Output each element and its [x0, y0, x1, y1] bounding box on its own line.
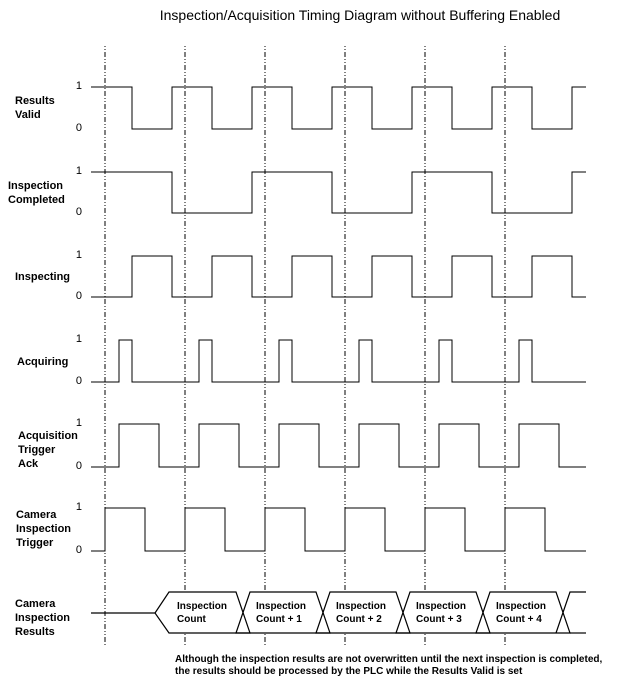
- signal-label-camera-inspection-results: Camera Inspection Results: [15, 597, 70, 639]
- bus-segment-label-line: Count + 1: [256, 614, 302, 625]
- level-high-label-inspection-completed: 1: [75, 165, 82, 177]
- signal-label-line: Acquisition: [18, 430, 78, 442]
- signal-label-camera-inspection-trigger: Camera Inspection Trigger: [16, 508, 71, 550]
- signal-label-line: Completed: [8, 194, 65, 206]
- signal-label-line: Trigger: [16, 537, 54, 549]
- level-low-label-camera-inspection-trigger: 0: [75, 544, 82, 556]
- level-low-label-inspecting: 0: [75, 290, 82, 302]
- signal-label-line: Camera: [15, 598, 56, 610]
- level-low-label-acquiring: 0: [75, 375, 82, 387]
- bus-segment-outline: [235, 591, 331, 634]
- bus-segment-outline: [395, 591, 491, 634]
- bus-segment-fill: [316, 592, 410, 633]
- waveform-acquiring: [91, 339, 586, 383]
- footnote-line: the results should be processed by the P…: [175, 666, 523, 677]
- signal-label-results-valid: Results Valid: [15, 94, 55, 122]
- signal-label-line: Acquiring: [17, 356, 69, 368]
- bus-segment-label-line: Inspection: [256, 601, 307, 612]
- bus-segment-fill: [556, 592, 586, 633]
- bus-segment-fill: [476, 592, 570, 633]
- bus-segment-label-0: Inspection Count: [177, 600, 227, 626]
- signal-label-inspecting: Inspecting: [15, 270, 70, 284]
- signal-label-line: Ack: [18, 458, 39, 470]
- bus-open-segment-top: [555, 591, 586, 634]
- level-high-label-results-valid: 1: [75, 80, 82, 92]
- bus-segment-label-3: Inspection Count + 3: [416, 600, 466, 626]
- bus-segment-label-line: Count: [177, 614, 206, 625]
- signal-label-line: Inspection: [16, 523, 72, 535]
- signal-label-line: Inspection: [15, 612, 71, 624]
- footnote: Although the inspection results are not …: [175, 654, 602, 678]
- signal-label-inspection-completed: Inspection Completed: [8, 179, 65, 207]
- signal-label-acquisition-trigger-ack: Acquisition Trigger Ack: [18, 429, 78, 471]
- bus-segment-outline: [475, 591, 571, 634]
- level-high-label-camera-inspection-trigger: 1: [75, 501, 82, 513]
- footnote-line: Although the inspection results are not …: [175, 654, 603, 665]
- bus-segment-outline: [315, 591, 411, 634]
- signal-label-line: Results: [15, 95, 55, 107]
- waveform-inspecting: [91, 255, 586, 298]
- bus-segment-fill: [236, 592, 330, 633]
- level-high-label-acquisition-trigger-ack: 1: [75, 417, 82, 429]
- page-title: Inspection/Acquisition Timing Diagram wi…: [159, 7, 561, 23]
- bus-segment-label-line: Inspection: [177, 601, 228, 612]
- signal-label-line: Results: [15, 626, 55, 638]
- waveform-camera-inspection-trigger: [91, 507, 586, 552]
- signal-label-line: Valid: [15, 109, 41, 121]
- level-low-label-acquisition-trigger-ack: 0: [75, 460, 82, 472]
- signal-label-line: Inspection: [8, 180, 64, 192]
- level-low-label-results-valid: 0: [75, 122, 82, 134]
- signal-label-line: Inspecting: [15, 271, 71, 283]
- bus-segment-label-line: Inspection: [336, 601, 387, 612]
- bus-segment-label-line: Count + 4: [496, 614, 542, 625]
- bus-segment-label-2: Inspection Count + 2: [336, 600, 386, 626]
- signal-label-acquiring: Acquiring: [17, 355, 68, 369]
- signal-label-line: Camera: [16, 509, 57, 521]
- signal-label-line: Trigger: [18, 444, 56, 456]
- bus-segment-label-4: Inspection Count + 4: [496, 600, 546, 626]
- bus-segment-label-1: Inspection Count + 1: [256, 600, 306, 626]
- bus-segment-fill: [396, 592, 490, 633]
- level-high-label-inspecting: 1: [75, 249, 82, 261]
- waveform-inspection-completed: [91, 171, 586, 214]
- level-high-label-acquiring: 1: [75, 333, 82, 345]
- waveform-results-valid: [91, 86, 586, 130]
- level-low-label-inspection-completed: 0: [75, 206, 82, 218]
- bus-segment-label-line: Inspection: [416, 601, 467, 612]
- bus-segment-label-line: Inspection: [496, 601, 547, 612]
- bus-segment-label-line: Count + 2: [336, 614, 382, 625]
- waveform-acquisition-trigger-ack: [91, 423, 586, 468]
- bus-segment-fill: [155, 592, 250, 633]
- bus-segment-label-line: Count + 3: [416, 614, 462, 625]
